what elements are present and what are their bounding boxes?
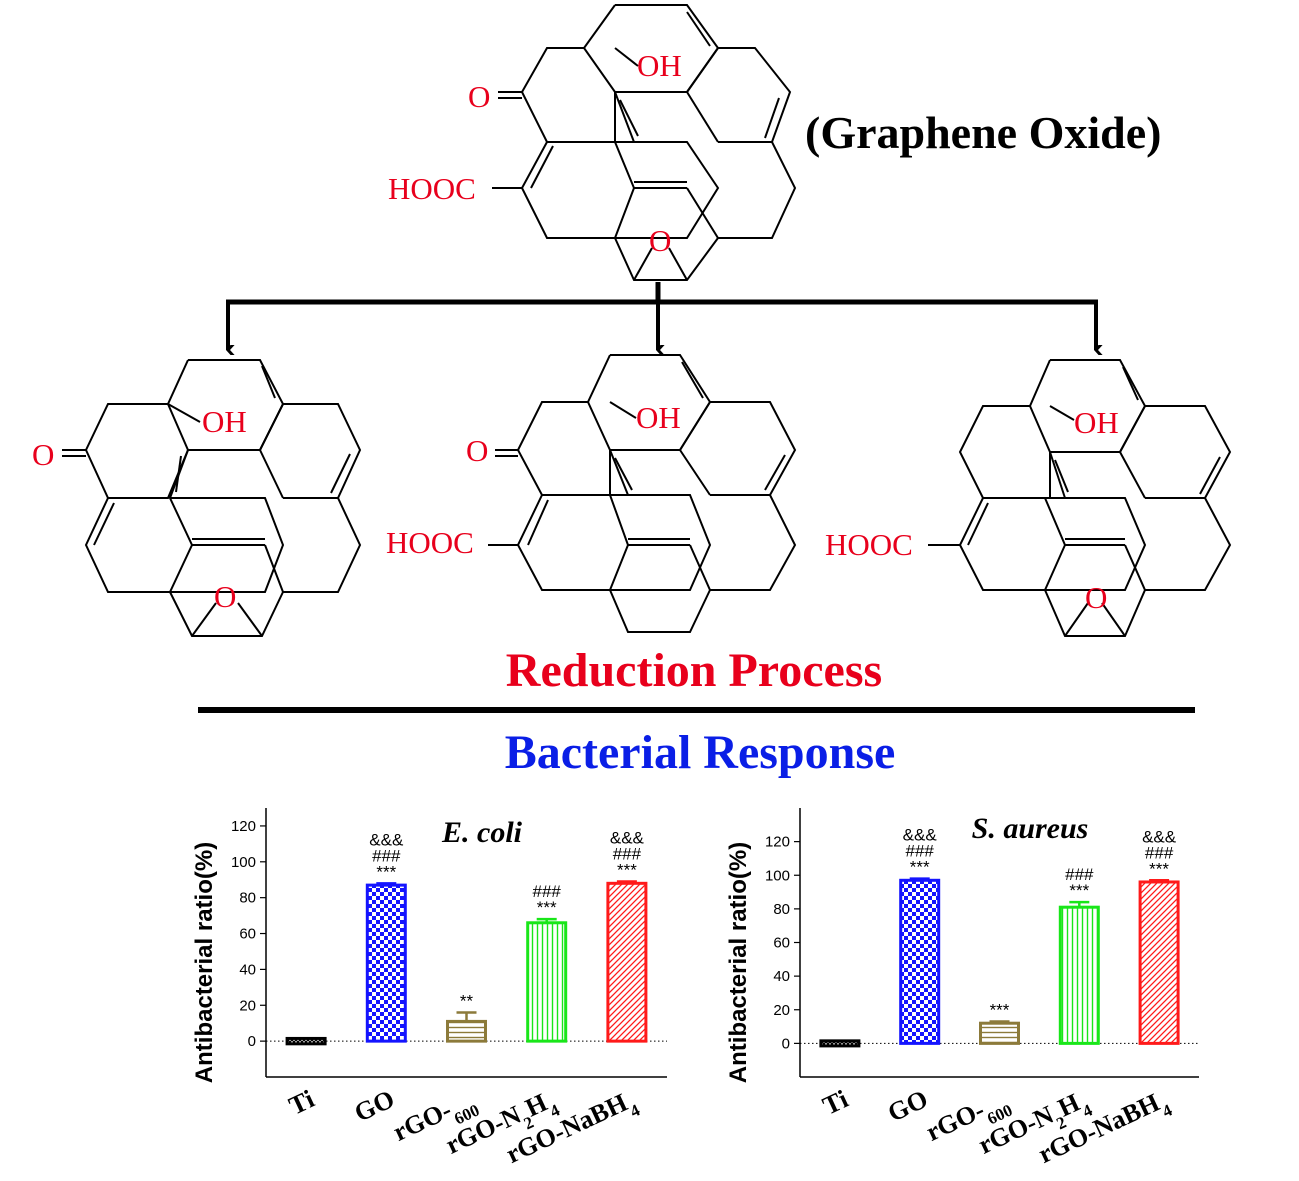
bar-saureus-0 bbox=[819, 1039, 861, 1048]
significance-mark: *** bbox=[910, 858, 930, 877]
y-axis-label: Antibacterial ratio(%) bbox=[725, 842, 752, 1083]
bar-saureus-2 bbox=[979, 1021, 1020, 1045]
y-tick-label: 100 bbox=[231, 854, 256, 871]
bar-ecoli-3 bbox=[526, 921, 568, 1043]
significance-mark: ### bbox=[613, 845, 642, 864]
chart-title: S. aureus bbox=[972, 812, 1089, 845]
y-tick-label: 60 bbox=[773, 935, 790, 952]
y-tick-label: 40 bbox=[239, 961, 256, 978]
chart-title: E. coli bbox=[441, 816, 523, 849]
bar-saureus-3 bbox=[1058, 905, 1100, 1045]
carboxyl-label: HOOC bbox=[386, 525, 474, 560]
hydroxyl-label: OH bbox=[637, 48, 682, 83]
bar-saureus-4 bbox=[1138, 880, 1180, 1045]
bar-ecoli-1 bbox=[365, 883, 407, 1043]
significance-mark: ### bbox=[1145, 843, 1174, 862]
y-tick-label: 20 bbox=[773, 1002, 790, 1019]
molecule-rings bbox=[62, 359, 362, 637]
carbonyl-label: O bbox=[466, 433, 488, 468]
molecule-rings bbox=[488, 354, 797, 633]
epoxide-label: O bbox=[649, 223, 671, 258]
significance-mark: &&& bbox=[610, 829, 645, 848]
significance-mark: ### bbox=[1065, 865, 1094, 884]
molecule-rings bbox=[492, 4, 797, 281]
epoxide-label: O bbox=[214, 579, 236, 614]
reduced-structure-no-carbonyl: OH HOOC O bbox=[825, 359, 1232, 637]
carbonyl-label: O bbox=[468, 79, 490, 114]
significance-mark: ** bbox=[460, 991, 474, 1010]
bar-ecoli-2 bbox=[446, 1019, 487, 1043]
significance-mark: &&& bbox=[369, 830, 404, 849]
significance-mark: *** bbox=[617, 861, 637, 880]
significance-mark: *** bbox=[990, 1001, 1010, 1020]
significance-mark: ### bbox=[372, 846, 401, 865]
y-tick-label: 80 bbox=[773, 901, 790, 918]
category-label: Ti bbox=[818, 1084, 852, 1120]
reduction-arrows bbox=[226, 282, 1098, 350]
y-axis-label: Antibacterial ratio(%) bbox=[191, 842, 218, 1083]
epoxide-label: O bbox=[1085, 580, 1107, 615]
carboxyl-label: HOOC bbox=[825, 527, 913, 562]
y-tick-label: 100 bbox=[765, 867, 790, 884]
hydroxyl-label: OH bbox=[636, 400, 681, 435]
carbonyl-label: O bbox=[32, 437, 54, 472]
significance-mark: *** bbox=[376, 862, 396, 881]
y-tick-label: 80 bbox=[239, 890, 256, 907]
significance-mark: &&& bbox=[1142, 827, 1177, 846]
bacterial-response-heading: Bacterial Response bbox=[505, 726, 896, 779]
significance-mark: ### bbox=[906, 842, 935, 861]
y-tick-label: 0 bbox=[248, 1033, 256, 1050]
category-label: Ti bbox=[285, 1084, 319, 1120]
reduced-structure-no-carboxyl: OH O O bbox=[32, 359, 362, 637]
hydroxyl-label: OH bbox=[1074, 405, 1119, 440]
significance-mark: *** bbox=[1069, 881, 1089, 900]
graphene-oxide-structure: OH O HOOC O bbox=[388, 4, 797, 281]
reduction-process-heading: Reduction Process bbox=[506, 644, 882, 697]
y-tick-label: 60 bbox=[239, 926, 256, 943]
chart-saureus: 0 20 40 60 80 100 120 Antibacterial ratio(%) S. … bbox=[725, 808, 1199, 1169]
y-tick-label: 0 bbox=[782, 1035, 790, 1052]
bar-saureus-1 bbox=[899, 878, 941, 1045]
y-tick-label: 120 bbox=[231, 818, 256, 835]
significance-mark: *** bbox=[1149, 859, 1169, 878]
y-tick-label: 20 bbox=[239, 997, 256, 1014]
hydroxyl-label: OH bbox=[202, 404, 247, 439]
reduced-structure-no-epoxide: OH O HOOC bbox=[386, 354, 797, 633]
bar-ecoli-0 bbox=[285, 1036, 327, 1046]
significance-mark: &&& bbox=[903, 826, 938, 845]
carboxyl-label: HOOC bbox=[388, 171, 476, 206]
significance-mark: ### bbox=[533, 882, 562, 901]
bar-ecoli-4 bbox=[606, 881, 648, 1043]
y-tick-label: 120 bbox=[765, 834, 790, 851]
graphene-oxide-label: (Graphene Oxide) bbox=[805, 107, 1161, 158]
molecule-rings bbox=[928, 359, 1232, 637]
significance-mark: *** bbox=[537, 898, 557, 917]
y-tick-label: 40 bbox=[773, 968, 790, 985]
